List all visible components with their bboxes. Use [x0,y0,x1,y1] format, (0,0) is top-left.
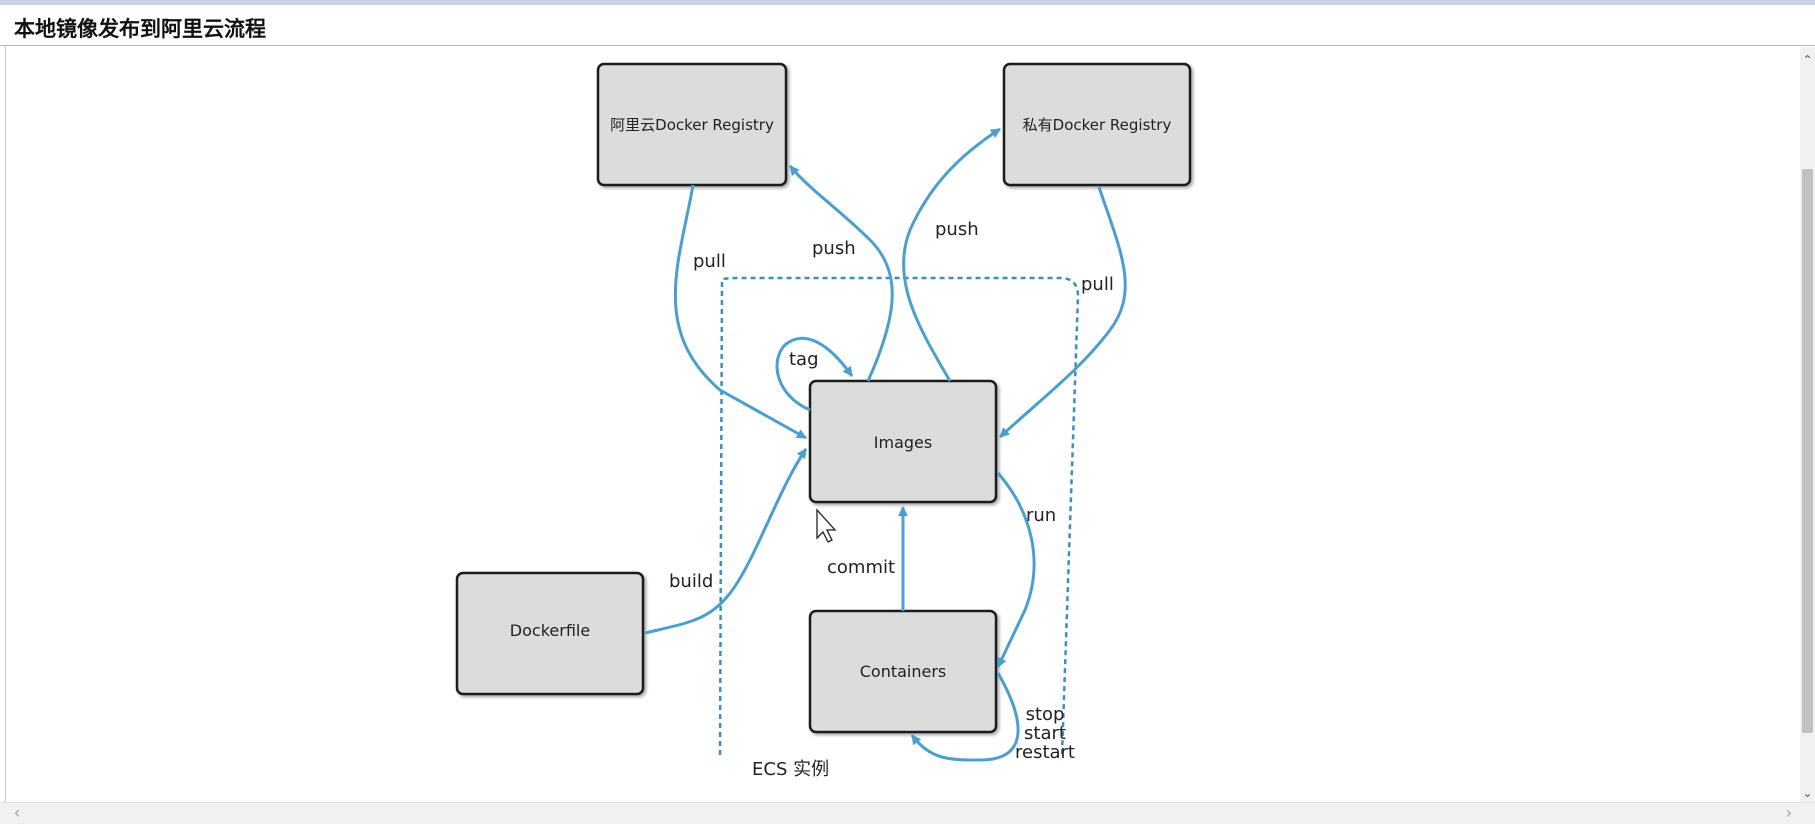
scroll-right-icon[interactable]: › [1785,803,1793,822]
vertical-scroll-thumb[interactable] [1802,169,1813,733]
label-build: build [669,571,713,592]
ecs-group-label: ECS 实例 [752,759,829,780]
label-pull-private: pull [1081,274,1114,295]
label-stop: stop [1026,704,1065,725]
arrow-push-private [902,127,1001,382]
arrow-push-aliyun [788,165,894,382]
scroll-down-icon[interactable]: ⌄ [1802,786,1813,800]
mouse-cursor-icon [816,508,837,543]
label-restart: restart [1015,742,1075,763]
label-push-aliyun: push [812,238,856,259]
horizontal-scrollbar[interactable]: ‹ › [0,802,1815,824]
containers-label: Containers [860,662,947,681]
arrow-pull-aliyun [673,184,807,440]
diagram-canvas: 阿里云Docker Registry 私有Docker Registry Ima… [455,62,1192,780]
title-bar: 本地镜像发布到阿里云流程 [0,5,1815,46]
arrow-pull-private [998,186,1127,439]
window-top-strip [0,0,1815,5]
page-title: 本地镜像发布到阿里云流程 [14,16,266,41]
private-registry-label: 私有Docker Registry [1023,116,1172,134]
vertical-scrollbar[interactable]: ⌃ ⌄ [1800,47,1815,802]
arrow-tag [775,336,854,412]
left-border [5,46,6,802]
label-run: run [1026,505,1056,526]
scroll-up-icon[interactable]: ⌃ [1802,53,1813,67]
arrow-run [996,472,1036,668]
images-node: Images [808,379,998,504]
arrow-stop-start-restart [910,672,1020,762]
label-tag: tag [789,349,819,370]
dockerfile-node: Dockerfile [455,571,645,696]
label-push-private: push [935,219,979,240]
aliyun-registry-node: 阿里云Docker Registry [596,62,788,187]
aliyun-registry-label: 阿里云Docker Registry [610,116,774,134]
private-registry-node: 私有Docker Registry [1002,62,1192,187]
arrow-build [644,448,808,635]
containers-node: Containers [808,609,998,734]
images-label: Images [874,433,932,452]
scroll-left-icon[interactable]: ‹ [13,803,21,822]
label-start: start [1024,723,1066,744]
label-pull-aliyun: pull [693,251,726,272]
label-commit: commit [827,557,895,578]
dockerfile-label: Dockerfile [510,621,590,640]
